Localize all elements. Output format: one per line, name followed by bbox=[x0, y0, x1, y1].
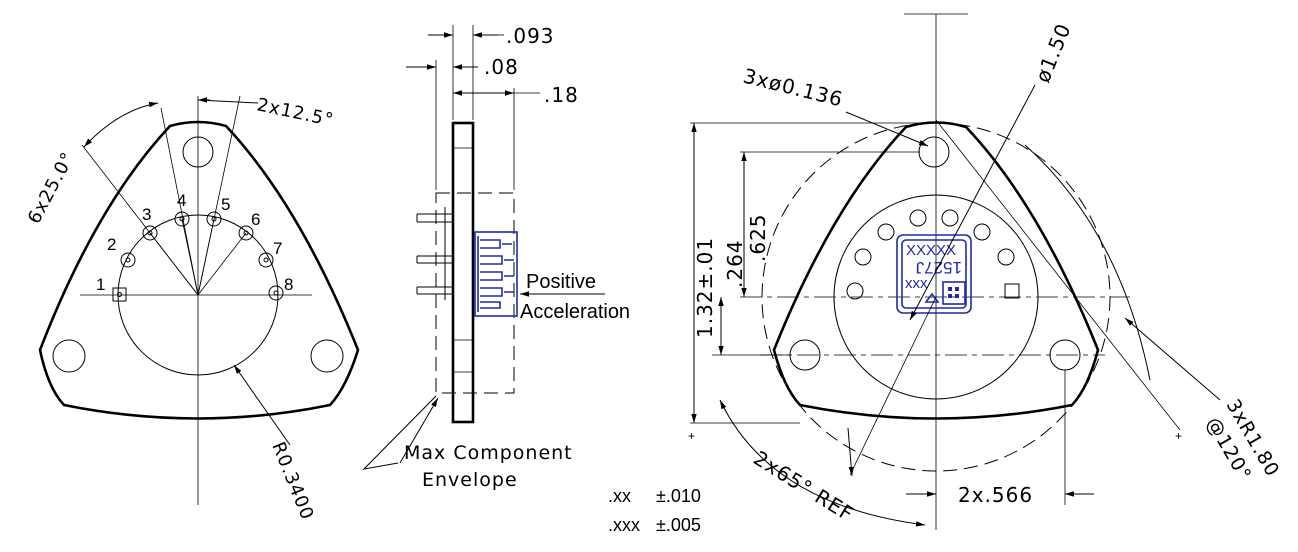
angle-label-2x12-5: 2x12.5° bbox=[255, 94, 336, 131]
pin-holes-right bbox=[846, 209, 1020, 300]
pin-8 bbox=[268, 285, 284, 301]
hole-top-right bbox=[918, 136, 950, 168]
chip-text-bot: xxx bbox=[905, 275, 928, 292]
pin-1-dot bbox=[117, 292, 122, 297]
radius-leader bbox=[233, 364, 291, 446]
plus-mark: + bbox=[1175, 429, 1182, 443]
radius-label: R0.3400 bbox=[267, 439, 317, 523]
angle-ref-line-left bbox=[849, 296, 937, 476]
mounting-hole-left bbox=[52, 339, 86, 373]
front-view-right: XXXXX 1527J xxx 3xR1.80 @120° + + 3xø0.1… bbox=[688, 13, 1284, 530]
pin-label-7: 7 bbox=[273, 239, 282, 258]
dim-625-label: .625 bbox=[746, 213, 770, 262]
envelope-label-1: Max Component bbox=[404, 442, 573, 464]
dim-264-label: .264 bbox=[723, 239, 747, 288]
connector bbox=[474, 231, 518, 317]
dim-132-label: 1.32±.01 bbox=[693, 237, 717, 338]
side-pins bbox=[416, 207, 453, 300]
pin-label-1: 1 bbox=[96, 275, 105, 294]
tol-key-2: .xxx bbox=[608, 515, 640, 535]
pin-label-6: 6 bbox=[251, 210, 260, 229]
pin-label-8: 8 bbox=[284, 275, 293, 294]
direction-label-acceleration: Acceleration bbox=[520, 301, 630, 323]
envelope-leader bbox=[362, 395, 437, 470]
pin-4 bbox=[174, 211, 190, 227]
mounting-hole-right bbox=[310, 339, 344, 373]
dia-leader bbox=[909, 84, 1036, 321]
envelope-label-2: Envelope bbox=[422, 469, 518, 491]
pin-label-2: 2 bbox=[107, 235, 116, 254]
chip-text-top: XXXXX bbox=[906, 242, 956, 259]
pins bbox=[112, 211, 284, 302]
pin-label-4: 4 bbox=[177, 191, 186, 210]
pin-label-5: 5 bbox=[221, 195, 230, 214]
side-view: .093 .08 .18 Positive Acceleration Max C… bbox=[362, 24, 630, 491]
direction-label-positive: Positive bbox=[526, 271, 596, 293]
radius-arc bbox=[1024, 144, 1151, 381]
tolerance-block: .xx ±.010 .xxx ±.005 bbox=[608, 486, 701, 535]
holes-label: 3xø0.136 bbox=[741, 64, 846, 112]
board-side bbox=[451, 121, 475, 424]
tol-val-1: ±.010 bbox=[656, 486, 701, 506]
angle-ref-line-right bbox=[935, 119, 1181, 431]
dim-566-label: 2x.566 bbox=[958, 483, 1033, 507]
dim-08-label: .08 bbox=[484, 55, 519, 79]
svg-text:+: + bbox=[688, 429, 695, 443]
pin-5 bbox=[206, 211, 222, 227]
triangular-outline bbox=[38, 120, 360, 420]
holes-leader bbox=[845, 111, 929, 147]
angle-arc-65 bbox=[719, 399, 926, 527]
pin-7 bbox=[258, 252, 274, 268]
pin-6 bbox=[238, 225, 254, 241]
angle-label-6x25: 6x25.0° bbox=[24, 148, 79, 227]
pin-3 bbox=[142, 225, 158, 241]
triangular-outline-right bbox=[772, 121, 1100, 420]
tol-val-2: ±.005 bbox=[656, 515, 701, 535]
angle-label-65: 2x65° REF bbox=[749, 446, 858, 526]
pin-1-square bbox=[112, 287, 127, 302]
tol-key-1: .xx bbox=[608, 486, 631, 506]
pin-radials bbox=[81, 95, 247, 296]
dim-093-label: .093 bbox=[506, 24, 555, 48]
chip-text-mid: 1527J bbox=[916, 258, 962, 277]
pin-label-3: 3 bbox=[142, 205, 151, 224]
dim-18-label: .18 bbox=[544, 83, 579, 107]
front-view-left: 1 2 3 4 5 6 7 8 6x25.0° 2x12.5° R0.3400 bbox=[24, 94, 360, 523]
pin-2 bbox=[120, 252, 136, 268]
dia-label: ø1.50 bbox=[1030, 20, 1075, 86]
angle-arc-6x25 bbox=[83, 101, 159, 148]
component-envelope bbox=[435, 192, 515, 394]
radius-leader-right bbox=[1124, 317, 1221, 401]
chip: XXXXX 1527J xxx bbox=[896, 234, 972, 314]
